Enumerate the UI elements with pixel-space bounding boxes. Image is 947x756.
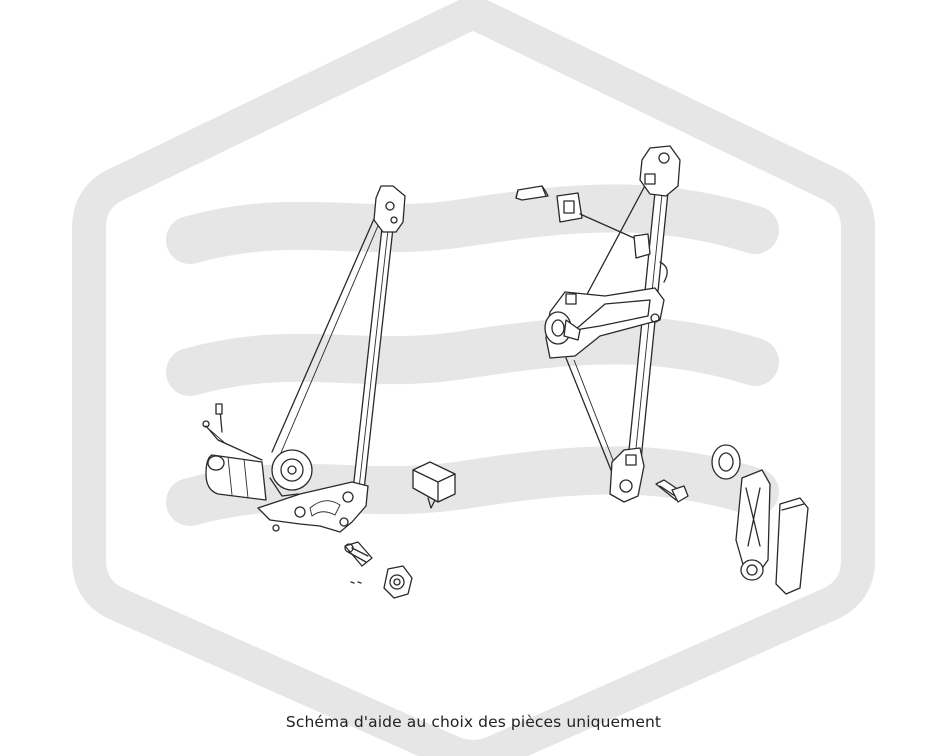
left-hex-nut [383,565,413,599]
left-regulator-motor [205,454,267,501]
slider-pad [556,192,635,239]
right-window-regulator [544,145,681,503]
left-fixing-bolt [344,541,373,567]
watermark-logo [72,0,875,756]
winder-bezel-ring [711,444,741,480]
left-window-regulator [202,185,406,533]
window-crank-handle [735,469,771,581]
left-nut-washer-marks [350,581,362,584]
watermark-wave-top [166,184,779,264]
cable-clip [515,185,549,201]
switch-block [412,461,456,509]
watermark-hexagon [72,0,875,756]
left-regulator-gearbox [271,449,313,491]
left-regulator-cable [271,195,385,453]
left-regulator-wiring [205,425,263,461]
watermark-wave-bottom [166,446,779,526]
diagram-caption: Schéma d'aide au choix des pièces unique… [285,713,662,731]
right-regulator-top-bracket [639,145,681,197]
left-regulator-top-bracket [373,185,406,233]
right-fixing-bolt [655,479,689,503]
watermark-wave-middle [166,316,779,396]
crank-handle-cover [775,497,809,595]
